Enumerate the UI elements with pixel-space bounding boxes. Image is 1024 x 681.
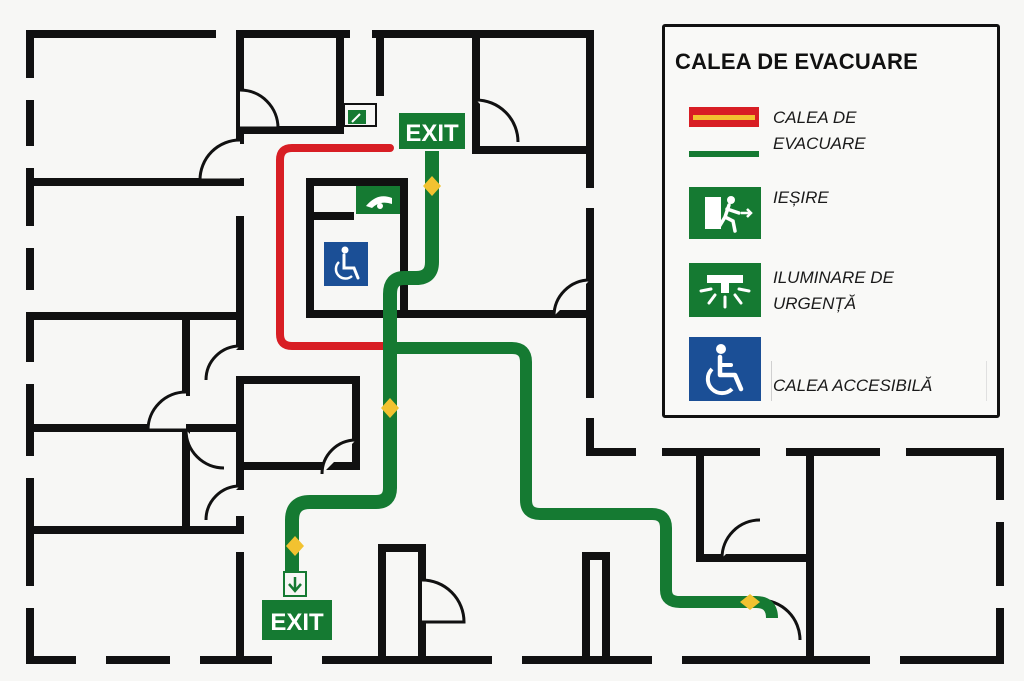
down-arrow-icon [288, 577, 302, 593]
legend-item-accessible: CALEA ACCESIBILĂ [687, 335, 987, 405]
route-swatch-icon [689, 107, 759, 157]
exit-sign-icon [689, 187, 761, 239]
exit-sign-bottom: EXIT [262, 571, 332, 640]
window-marks [26, 30, 1004, 664]
exit-sign-top: EXIT [397, 111, 467, 151]
svg-text:EXIT: EXIT [270, 609, 324, 636]
route-marker [740, 594, 760, 610]
fire-extinguisher-icon [356, 186, 400, 214]
wheelchair-icon [689, 337, 761, 401]
route-marker [286, 536, 304, 556]
legend-title: CALEA DE EVACUARE [675, 49, 918, 74]
svg-text:EXIT: EXIT [405, 120, 459, 147]
route-marker [423, 176, 441, 196]
legend-label-route: CALEA DE EVACUARE [773, 108, 866, 153]
legend-label-accessible: CALEA ACCESIBILĂ [773, 376, 933, 395]
legend-panel: CALEA DE EVACUARE CALEA DE EVACUARE IEȘI… [662, 24, 1000, 418]
small-exit-marker-icon [343, 103, 377, 127]
route-marker [381, 398, 399, 418]
legend-label-exit: IEȘIRE [773, 188, 829, 207]
emergency-light-icon [689, 263, 761, 317]
walls [26, 30, 1004, 664]
red-evacuation-route [276, 144, 394, 350]
door-swings [146, 88, 802, 641]
legend-item-route: CALEA DE EVACUARE [687, 105, 987, 161]
wheelchair-icon [324, 242, 368, 286]
accessible-label-box [771, 361, 987, 401]
route-markers [286, 176, 760, 610]
legend-item-lighting: ILUMINARE DE URGENȚĂ [687, 261, 987, 321]
legend-item-exit: IEȘIRE [687, 185, 987, 241]
green-evacuation-route-main [285, 150, 439, 576]
legend-label-lighting: ILUMINARE DE URGENȚĂ [773, 268, 894, 313]
